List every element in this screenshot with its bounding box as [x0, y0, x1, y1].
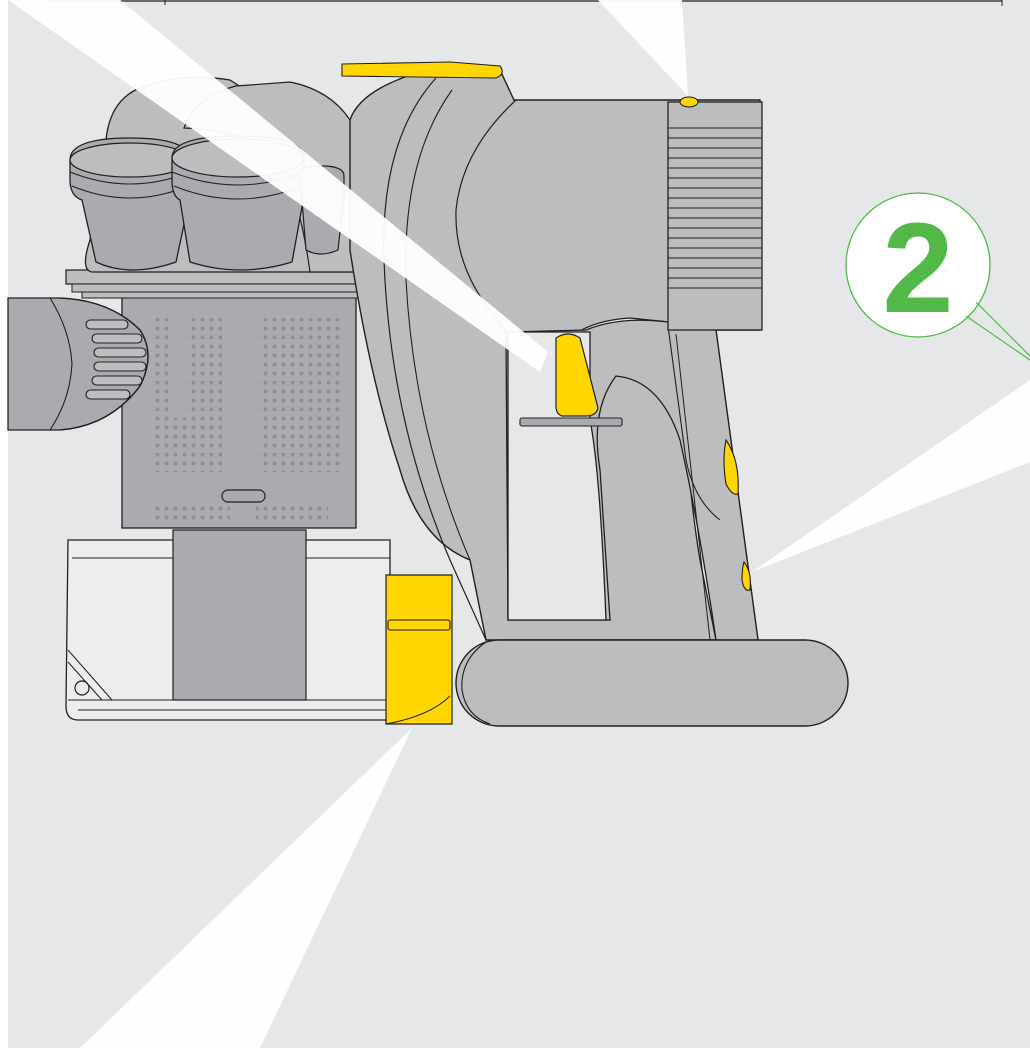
beam-to-bin-catch [80, 728, 412, 1048]
yellow-accents [341, 61, 751, 725]
shroud-slot [221, 489, 266, 503]
bin-release-catch [385, 574, 453, 725]
beam-to-trigger [8, 0, 548, 372]
trigger [555, 333, 599, 417]
motor-filter-vents [667, 101, 763, 331]
top-release-catch [341, 61, 503, 79]
shroud-rim [65, 269, 359, 299]
step-circle [845, 192, 991, 338]
power-indicator-light [679, 96, 699, 108]
small-side-button [741, 560, 751, 591]
nozzle-inlet [7, 297, 149, 431]
bin-core-tube [172, 529, 307, 701]
bin-release-hole [74, 680, 90, 696]
clear-bin [65, 529, 391, 721]
beam-to-side-button [752, 380, 1030, 572]
step-callout: 2 [845, 192, 1030, 361]
highlight-beams [8, 0, 1030, 1048]
beam-to-indicator [598, 0, 688, 96]
battery-pack [455, 639, 849, 727]
step-number: 2 [882, 197, 953, 340]
side-button [723, 438, 739, 495]
shroud-filter [121, 289, 357, 529]
trigger-guard [519, 417, 623, 427]
